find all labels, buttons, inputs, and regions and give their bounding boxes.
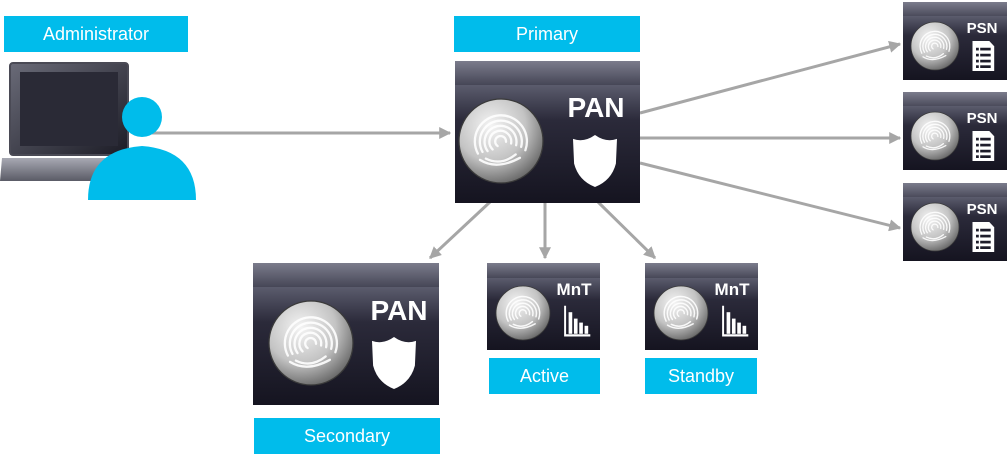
fingerprint-sphere-icon — [653, 285, 709, 341]
psn-2-appliance — [903, 92, 1007, 170]
mnt-active-appliance — [487, 263, 600, 350]
administrator-label: Administrator — [4, 16, 188, 52]
active-label: Active — [489, 358, 600, 394]
mnt-active-label: MnT — [557, 280, 593, 299]
connector-arrows — [145, 40, 902, 260]
arrow-primary-to-mnt-standby — [596, 200, 657, 260]
fingerprint-sphere-icon — [910, 21, 960, 71]
psn-1-label: PSN — [967, 20, 998, 37]
document-list-icon — [972, 41, 995, 71]
secondary-label: Secondary — [254, 418, 440, 454]
arrow-primary-to-secondary — [428, 200, 492, 260]
psn-3-label: PSN — [967, 201, 998, 218]
primary-label: Primary — [454, 16, 640, 52]
fingerprint-sphere-icon — [267, 299, 355, 387]
psn-2-label: PSN — [967, 110, 998, 127]
arrow-primary-to-psn-1 — [639, 40, 902, 115]
pan-primary-label: PAN — [567, 92, 624, 123]
document-list-icon — [972, 222, 995, 252]
document-list-icon — [972, 131, 995, 161]
fingerprint-sphere-icon — [495, 285, 551, 341]
pan-secondary-appliance — [253, 263, 439, 405]
standby-label: Standby — [645, 358, 757, 394]
psn-3-appliance — [903, 183, 1007, 261]
bar-chart-icon — [722, 306, 748, 336]
fingerprint-sphere-icon — [910, 111, 960, 161]
arrow-primary-to-psn-3 — [639, 161, 902, 232]
pan-secondary-label: PAN — [370, 295, 427, 326]
fingerprint-sphere-icon — [910, 202, 960, 252]
pan-primary-appliance — [455, 61, 640, 203]
psn-1-appliance — [903, 2, 1007, 80]
bar-chart-icon — [564, 306, 590, 336]
laptop-user-icon — [0, 62, 196, 200]
mnt-standby-label: MnT — [715, 280, 751, 299]
fingerprint-sphere-icon — [457, 97, 545, 185]
mnt-standby-appliance — [645, 263, 758, 350]
